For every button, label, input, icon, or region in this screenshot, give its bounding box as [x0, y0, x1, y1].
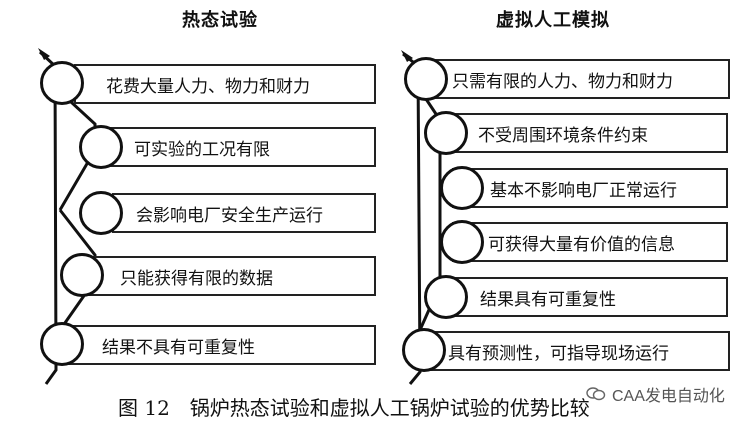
right-item-label: 只需有限的人力、物力和财力: [452, 71, 673, 92]
left-column-title: 热态试验: [182, 10, 258, 31]
left-spine-arrowhead: [38, 48, 50, 60]
left-item-box: 结果不具有可重复性: [66, 325, 376, 365]
right-item-label: 基本不影响电厂正常运行: [490, 180, 677, 201]
right-item-box: 只需有限的人力、物力和财力: [434, 59, 730, 99]
right-item-label: 不受周围环境条件约束: [478, 125, 648, 146]
right-item-label: 可获得大量有价值的信息: [488, 234, 675, 255]
right-item-circle: [440, 220, 484, 264]
figure-caption: 图 12 锅炉热态试验和虚拟人工锅炉试验的优势比较: [118, 396, 590, 420]
right-column-title: 虚拟人工模拟: [496, 10, 610, 31]
right-item-box: 不受周围环境条件约束: [452, 113, 728, 153]
right-item-box: 结果具有可重复性: [452, 277, 728, 317]
left-item-circle: [40, 322, 84, 366]
right-item-box: 可获得大量有价值的信息: [452, 222, 728, 262]
left-item-circle: [40, 61, 84, 105]
left-item-box: 可实验的工况有限: [110, 127, 376, 167]
left-item-label: 只能获得有限的数据: [120, 268, 273, 289]
left-item-label: 花费大量人力、物力和财力: [106, 76, 310, 97]
right-item-circle: [424, 111, 468, 155]
right-item-circle: [404, 57, 448, 101]
left-item-box: 只能获得有限的数据: [76, 256, 376, 296]
left-item-label: 可实验的工况有限: [134, 139, 270, 160]
left-item-circle: [79, 125, 123, 169]
left-item-circle: [60, 253, 104, 297]
right-item-circle: [440, 166, 484, 210]
wechat-icon: [586, 387, 606, 401]
watermark-text: CAA发电自动化: [612, 388, 725, 405]
watermark: CAA发电自动化: [586, 382, 725, 406]
right-item-label: 结果具有可重复性: [480, 289, 616, 310]
right-item-box: 具有预测性，可指导现场运行: [430, 331, 730, 371]
left-item-label: 结果不具有可重复性: [102, 337, 255, 358]
left-item-box: 花费大量人力、物力和财力: [74, 64, 376, 104]
right-item-circle: [424, 275, 468, 319]
right-item-circle: [402, 328, 446, 372]
right-item-label: 具有预测性，可指导现场运行: [448, 343, 669, 364]
right-item-box: 基本不影响电厂正常运行: [452, 168, 728, 208]
left-item-circle: [79, 191, 123, 235]
left-item-box: 会影响电厂安全生产运行: [112, 193, 376, 233]
left-item-label: 会影响电厂安全生产运行: [136, 205, 323, 226]
right-spine-arrowhead: [401, 50, 413, 62]
